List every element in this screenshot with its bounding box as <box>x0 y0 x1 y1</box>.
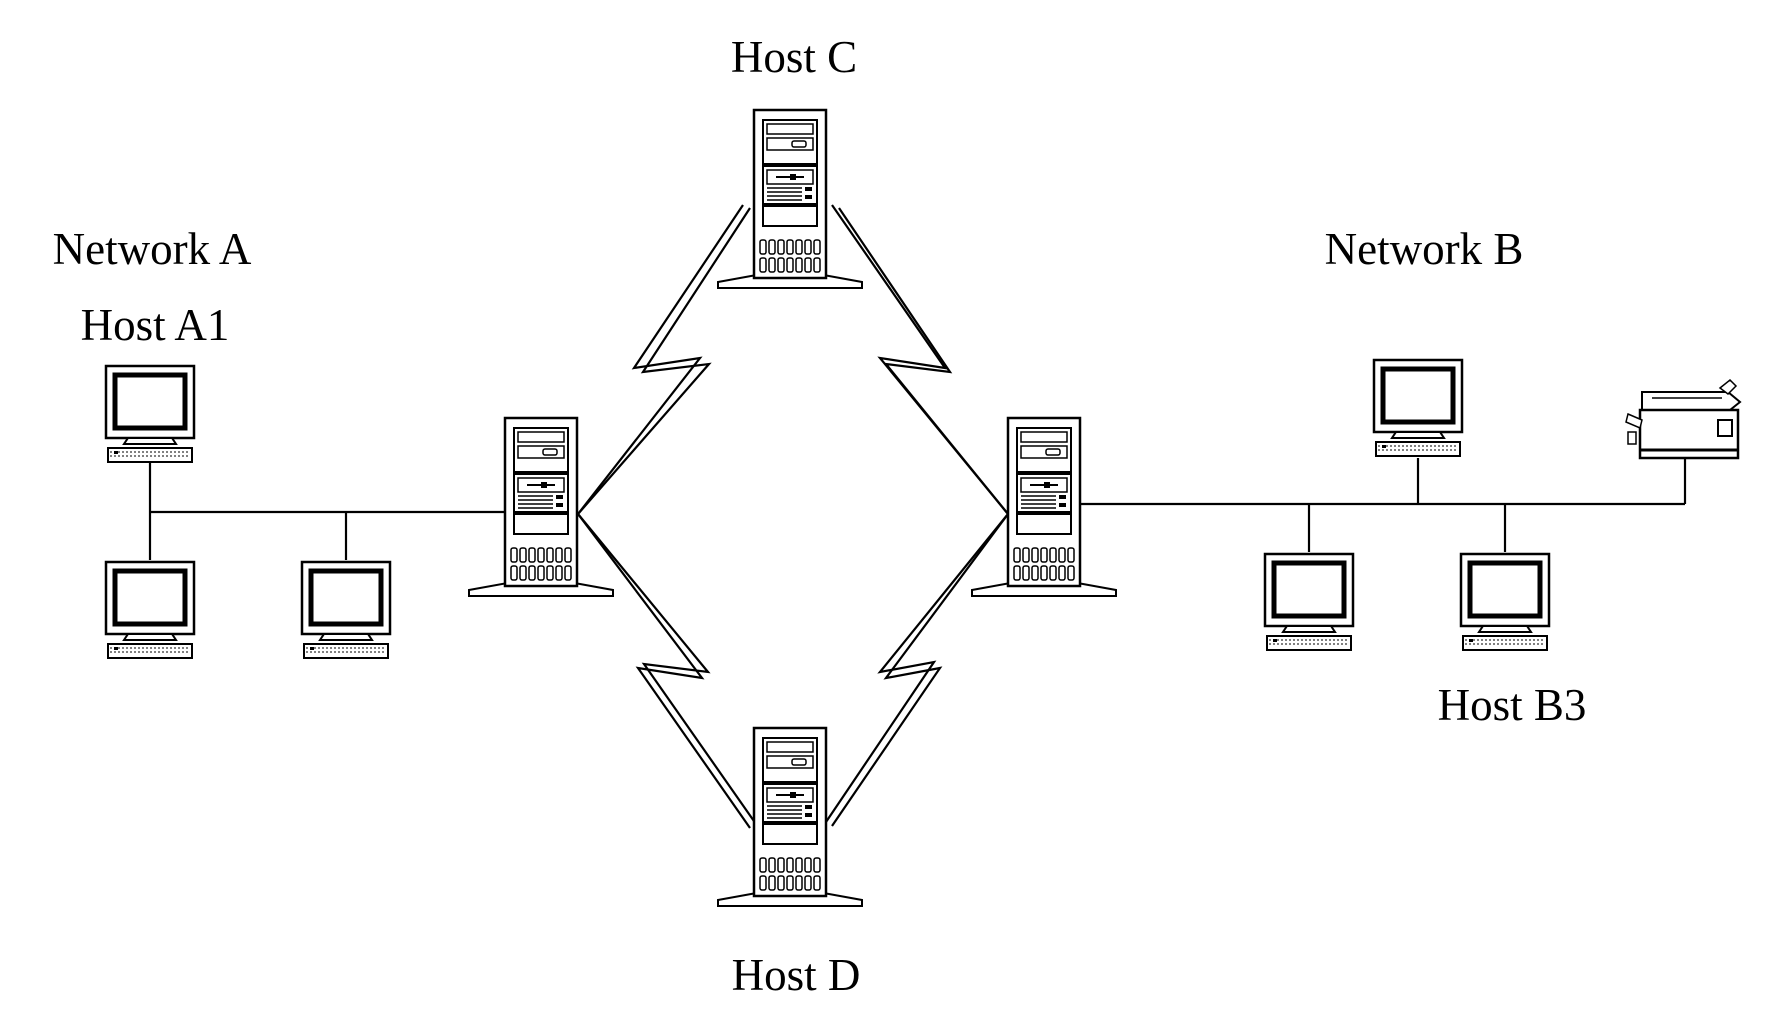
router-b-icon <box>970 416 1118 598</box>
router-a-icon <box>467 416 615 598</box>
network-a-label: Network A <box>53 224 252 274</box>
computer-b2-icon <box>1265 554 1353 650</box>
computer-a3-icon <box>302 562 390 658</box>
host-b3-label: Host B3 <box>1438 680 1587 730</box>
server-host-c-icon <box>716 108 864 290</box>
computer-host-a1-icon <box>106 366 194 462</box>
host-d-label: Host D <box>732 950 861 1000</box>
server-host-d-icon <box>716 726 864 908</box>
printer-icon <box>1625 378 1742 460</box>
host-c-label: Host C <box>731 32 857 82</box>
network-b-lan <box>1075 458 1687 552</box>
computer-host-b3-icon <box>1461 554 1549 650</box>
wan-link-icon <box>577 204 1009 829</box>
computer-b1-icon <box>1374 360 1462 456</box>
host-a1-label: Host A1 <box>81 300 230 350</box>
computer-a2-icon <box>106 562 194 658</box>
network-b-label: Network B <box>1325 224 1524 274</box>
network-a-lan <box>148 462 505 560</box>
